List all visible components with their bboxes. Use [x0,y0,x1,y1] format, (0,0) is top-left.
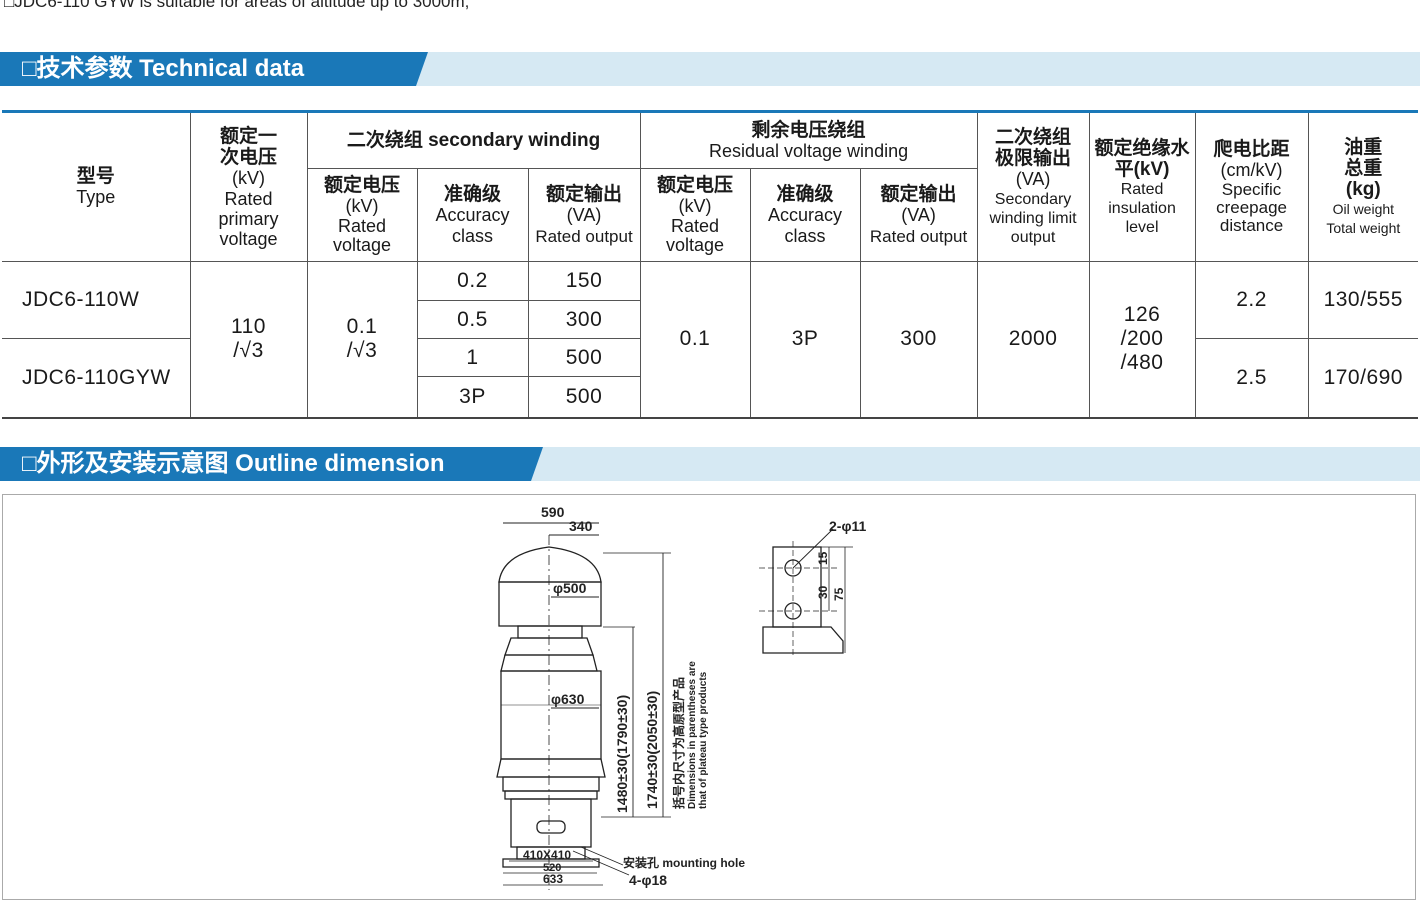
residual-accuracy-cell: 3P [749,261,861,418]
creepage-cell-1: 2.2 [1194,261,1309,339]
mount-hole-label: 安装孔 mounting hole [623,855,745,870]
section-title-technical: □技术参数 Technical data [0,52,428,86]
header-insulation-level: 额定绝缘水平(kV) Rated insulation level [1088,111,1196,262]
cap-dome [498,546,602,583]
dim-phi630: φ630 [551,691,585,707]
dim-340: 340 [569,518,593,534]
dim-633: 633 [543,872,563,886]
header-primary-voltage: 额定一次电压 (kV) Rated primary voltage [189,111,308,262]
detail-75: 75 [832,587,846,601]
output-cell: 500 [527,338,641,377]
insulation-cell: 126/200/480 [1088,261,1196,418]
section-title-outline: □外形及安装示意图 Outline dimension [0,447,543,481]
detail-15: 15 [816,551,830,565]
note-cn: 括号内尺寸为高原型产品 [671,677,686,809]
output-cell: 500 [527,376,641,418]
dim-410: 410X410 [523,848,571,862]
type-cell-2: JDC6-110GYW [2,338,191,418]
dim-1740: 1740±30(2050±30) [644,691,660,809]
dim-1480: 1480±30(1790±30) [614,695,630,813]
detail-bracket [772,546,822,628]
note-en-1: Dimensions in parentheses are [687,661,698,809]
header-creepage: 爬电比距 (cm/kV) Specific creepage distance [1194,111,1309,262]
secondary-voltage-cell: 0.1/√3 [306,261,418,418]
base-plate [502,858,600,868]
note-en-2: that of plateau type products [698,671,709,809]
accuracy-cell: 0.2 [416,261,529,301]
header-sec-output: 额定输出(VA)Rated output [527,168,641,262]
insulator-body [500,670,602,760]
output-cell: 150 [527,261,641,301]
weight-cell-1: 130/555 [1307,261,1419,339]
accuracy-cell: 3P [416,376,529,418]
header-secondary-winding: 二次绕组 secondary winding [306,111,641,169]
limit-output-cell: 2000 [976,261,1090,418]
header-oil-weight: 油重总重 (kg) Oil weight Total weight [1307,111,1419,262]
header-res-output: 额定输出(VA)Rated output [859,168,978,262]
mount-holes: 4-φ18 [629,872,667,888]
primary-voltage-cell: 110/√3 [189,261,308,418]
type-cell-1: JDC6-110W [2,261,191,339]
base-tank [510,798,592,848]
section-header-outline: □外形及安装示意图 Outline dimension [0,447,1420,481]
header-res-rated-voltage: 额定电压(kV) Rated voltage [639,168,751,262]
accuracy-cell: 1 [416,338,529,377]
output-cell: 300 [527,300,641,339]
residual-voltage-cell: 0.1 [639,261,751,418]
outline-drawing: 590 340 φ500 φ630 1480±30(1790±30) 1740±… [496,504,866,890]
dim-590: 590 [541,504,565,520]
dim-phi500: φ500 [553,580,587,596]
top-note: □JDC6-110 GYW is suitable for areas of a… [4,0,470,11]
detail-30: 30 [816,585,830,599]
outline-drawing-panel: 590 340 φ500 φ630 1480±30(1790±30) 1740±… [2,494,1416,900]
accuracy-cell: 0.5 [416,300,529,339]
dim-520: 520 [543,862,561,874]
creepage-cell-2: 2.5 [1194,338,1309,418]
section-header-technical: □技术参数 Technical data [0,52,1420,86]
neck [517,625,583,639]
header-limit-output: 二次绕组极限输出 (VA) Secondary winding limit ou… [976,111,1090,262]
residual-output-cell: 300 [859,261,978,418]
detail-holes: 2-φ11 [829,518,866,534]
header-sec-rated-voltage: 额定电压(kV) Rated voltage [306,168,418,262]
nameplate [536,820,566,834]
weight-cell-2: 170/690 [1307,338,1419,418]
